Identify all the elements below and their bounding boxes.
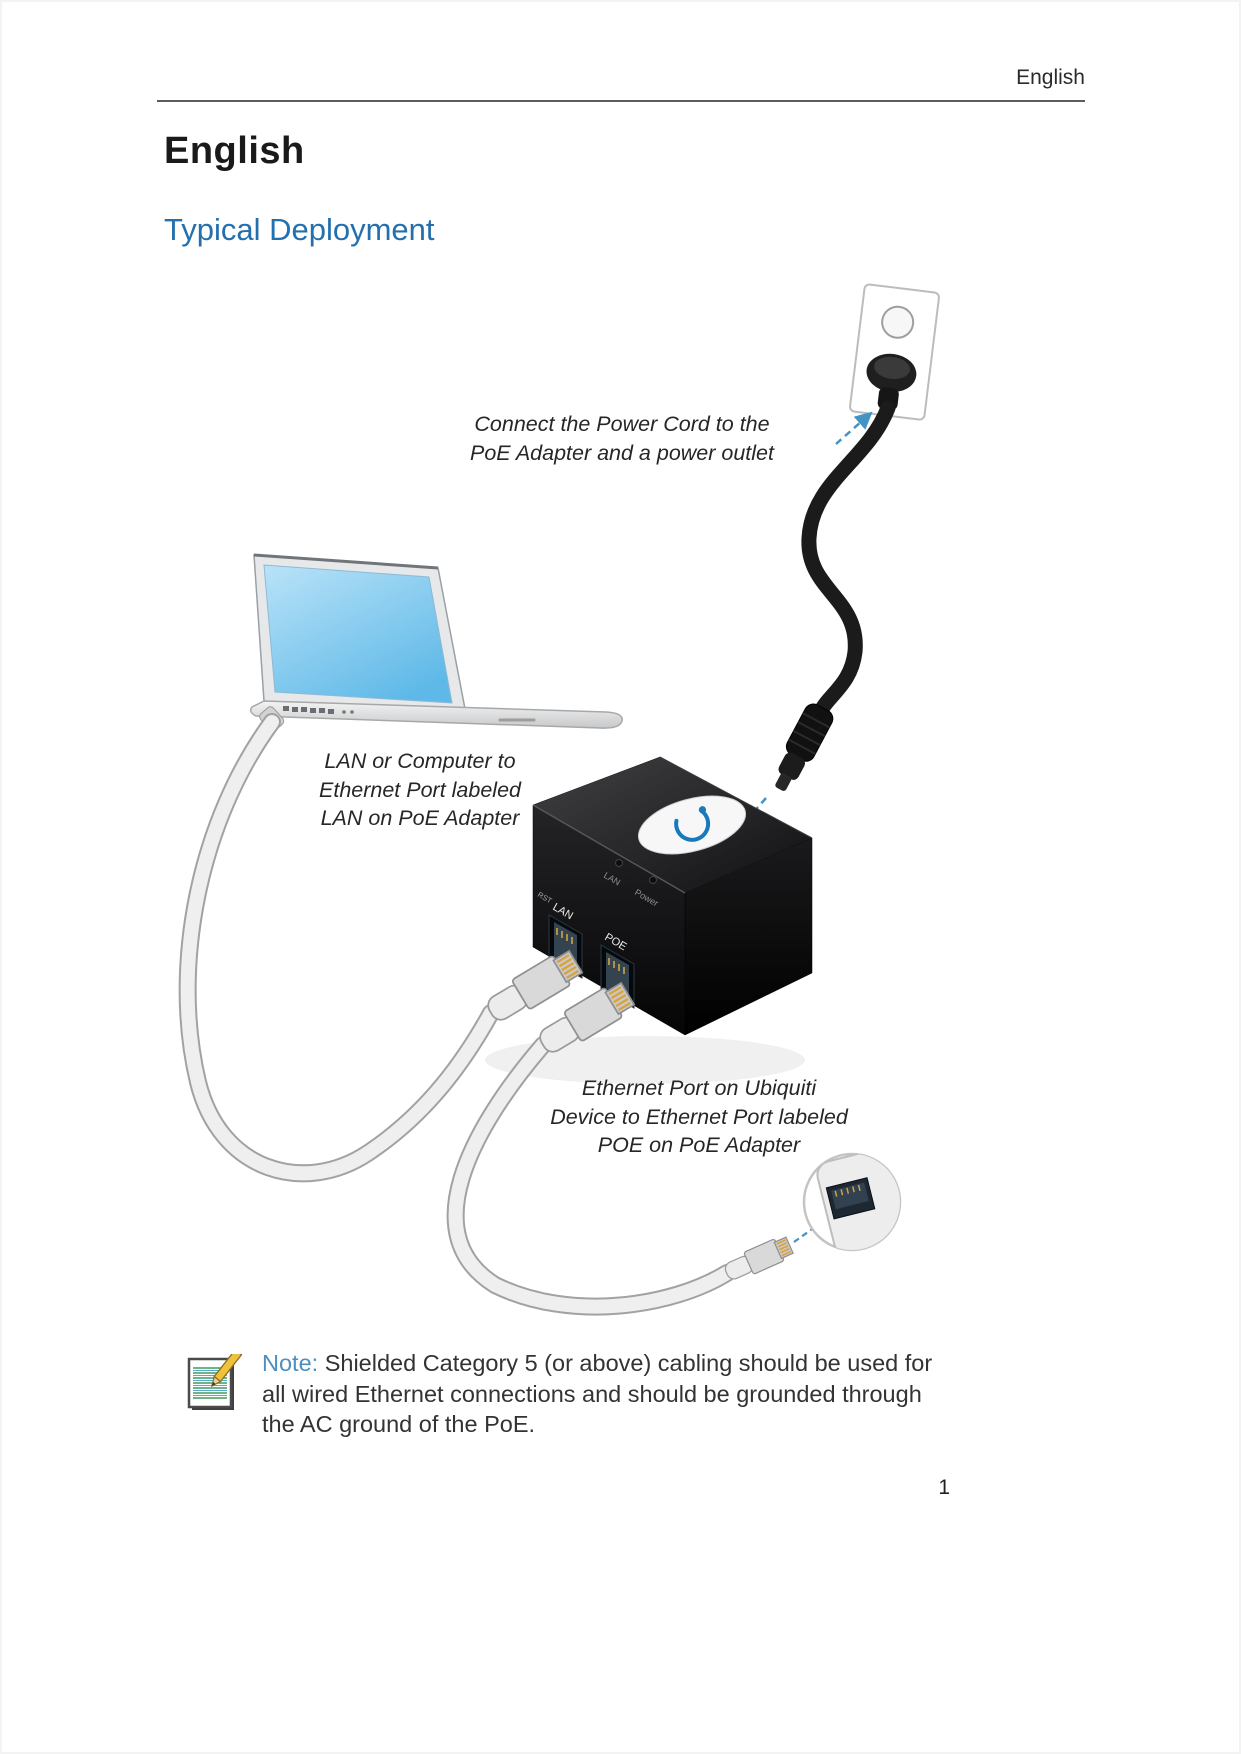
lan-led bbox=[615, 859, 623, 867]
ubiquiti-logo bbox=[637, 795, 747, 855]
dashed-arrow-to-device-port bbox=[793, 1220, 825, 1243]
note-icon bbox=[187, 1354, 242, 1410]
annotation-power-cord: Connect the Power Cord to the PoE Adapte… bbox=[470, 412, 774, 465]
rj45-connector-device bbox=[721, 1233, 796, 1285]
device-port-callout bbox=[802, 1152, 902, 1252]
header-rule bbox=[157, 100, 1085, 102]
deployment-diagram-art: LAN Power LAN POE RST bbox=[178, 283, 940, 1316]
note-block: Note: Shielded Category 5 (or above) cab… bbox=[184, 1348, 954, 1440]
annotation-lan: LAN or Computer to Ethernet Port labeled… bbox=[319, 749, 521, 831]
power-outlet-illustration bbox=[849, 283, 940, 421]
header-language-label: English bbox=[1016, 66, 1085, 89]
power-led bbox=[649, 876, 657, 884]
annotation-ethernet: Ethernet Port on Ubiquiti Device to Ethe… bbox=[550, 1076, 848, 1158]
deployment-diagram: LAN Power LAN POE RST bbox=[0, 260, 1241, 1340]
dashed-arrow-to-outlet bbox=[835, 411, 873, 445]
power-cord-illustration bbox=[775, 400, 896, 791]
note-body: Shielded Category 5 (or above) cabling s… bbox=[262, 1350, 933, 1437]
section-title: Typical Deployment bbox=[164, 212, 435, 247]
note-text: Note: Shielded Category 5 (or above) cab… bbox=[262, 1348, 934, 1440]
ethernet-cable-poe bbox=[446, 1036, 736, 1316]
ethernet-cable-lan bbox=[178, 706, 500, 1183]
laptop-illustration bbox=[249, 553, 623, 729]
note-label: Note: bbox=[262, 1350, 319, 1376]
page-title: English bbox=[164, 130, 305, 172]
page-number: 1 bbox=[938, 1476, 950, 1499]
poe-adapter-illustration: LAN Power LAN POE RST bbox=[485, 756, 813, 1084]
